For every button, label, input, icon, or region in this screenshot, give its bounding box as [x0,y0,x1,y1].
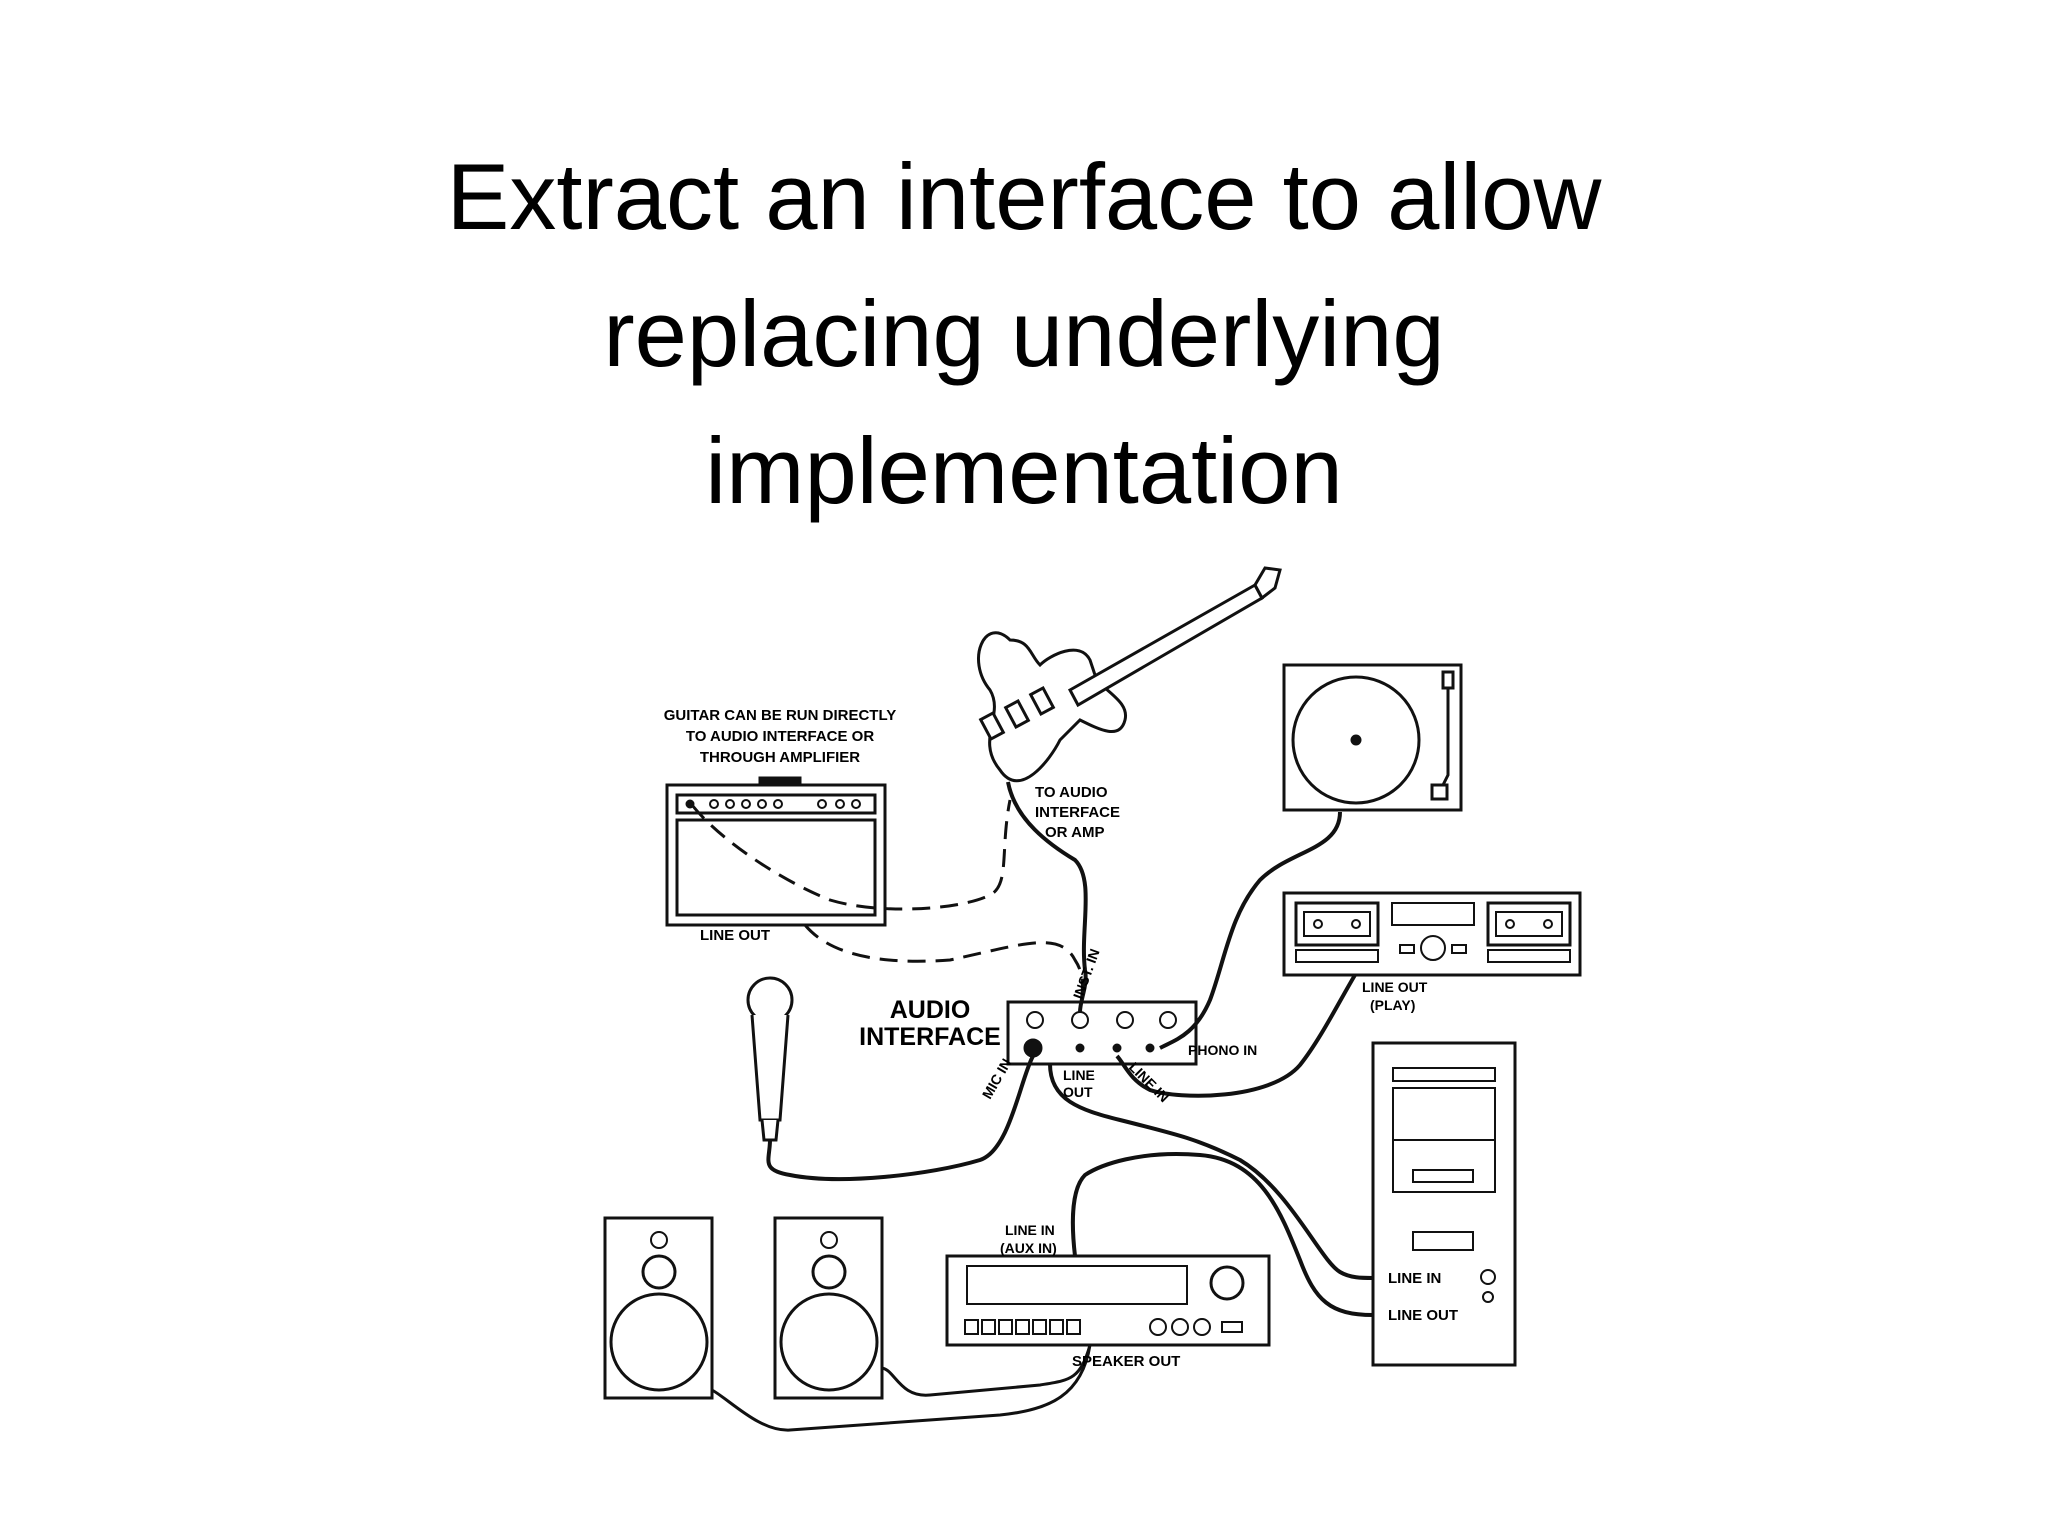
label-audio-interface-2: INTERFACE [859,1023,1001,1051]
speaker-right-icon [773,1216,884,1400]
cassette-deck-icon [1282,891,1582,977]
label-deck-line-out-2: (PLAY) [1370,997,1415,1013]
label-receiver-line-in-2: (AUX IN) [1000,1240,1057,1256]
label-to-audio-3: OR AMP [1045,824,1104,841]
label-pc-line-out: LINE OUT [1388,1307,1458,1324]
dashed-cables [690,799,1084,1011]
title-line-3: implementation [705,418,1343,523]
audio-interface-icon [1006,1000,1198,1066]
label-speaker-out: SPEAKER OUT [1072,1353,1180,1370]
cables [711,781,1374,1432]
receiver-icon [945,1254,1271,1347]
label-guitar-note-1: GUITAR CAN BE RUN DIRECTLY [664,707,897,724]
slide-title: Extract an interface to allow replacing … [224,128,1824,539]
title-line-2: replacing underlying [603,281,1445,386]
label-guitar-note-3: THROUGH AMPLIFIER [700,749,860,766]
title-line-1: Extract an interface to allow [446,144,1602,249]
label-pc-line-in: LINE IN [1388,1270,1441,1287]
label-phono-in: PHONO IN [1188,1042,1257,1058]
label-to-audio-2: INTERFACE [1035,804,1120,821]
label-guitar-note-2: TO AUDIO INTERFACE OR [686,728,875,745]
label-amp-line-out: LINE OUT [700,927,770,944]
label-receiver-line-in-1: LINE IN [1005,1222,1055,1238]
label-line-out-2: OUT [1063,1084,1093,1100]
label-to-audio-1: TO AUDIO [1035,784,1108,801]
label-mic-in: MIC IN [979,1056,1015,1102]
guitar-icon [977,566,1282,783]
label-inst-in: INST. IN [1070,947,1103,1001]
microphone-icon [746,976,794,1142]
label-audio-interface-1: AUDIO [890,996,971,1024]
amplifier-icon [665,776,887,927]
label-deck-line-out-1: LINE OUT [1362,979,1428,995]
diagram-labels: GUITAR CAN BE RUN DIRECTLY TO AUDIO INTE… [664,707,1458,1370]
label-line-in: LINE IN [1126,1059,1173,1106]
label-line-out-1: LINE [1063,1067,1095,1083]
speaker-left-icon [603,1216,714,1400]
turntable-icon [1282,663,1463,812]
computer-tower-icon [1371,1041,1517,1367]
